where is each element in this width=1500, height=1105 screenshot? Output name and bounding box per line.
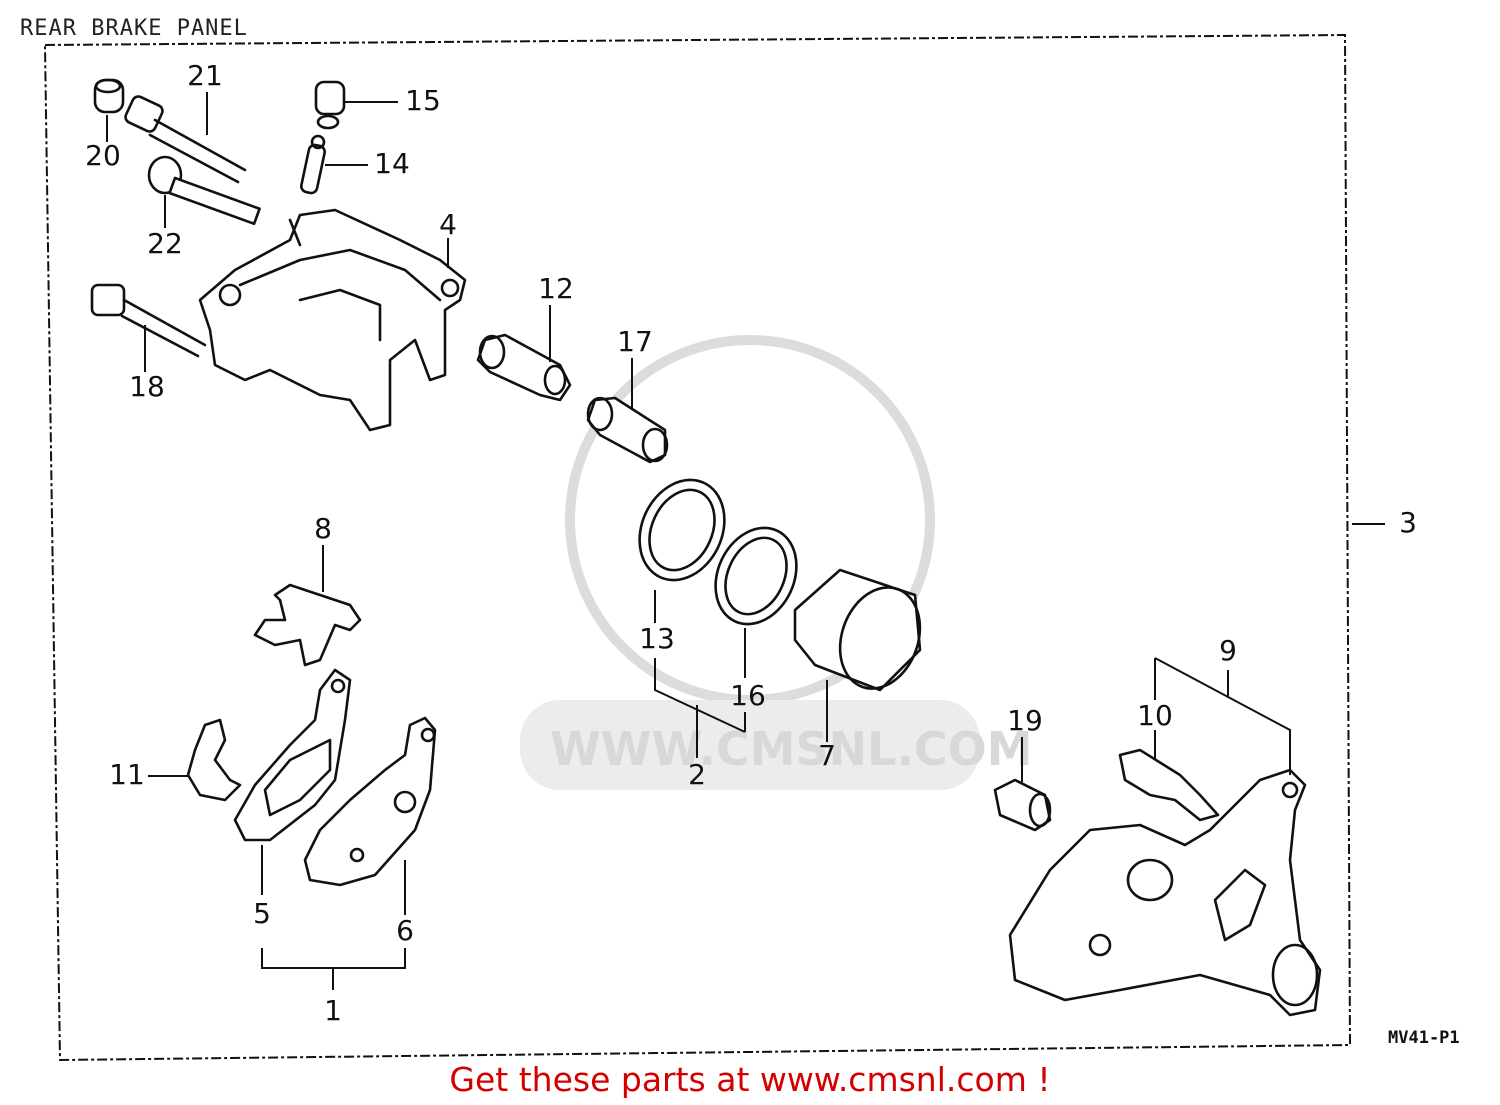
part-15-bleeder-cap — [314, 80, 346, 130]
watermark-text: WWW.CMSNL.COM — [550, 722, 1033, 776]
part-14-bleeder-screw — [300, 134, 326, 195]
callout-4: 4 — [439, 208, 457, 241]
callout-6: 6 — [396, 914, 414, 947]
part-5-brake-pad — [233, 668, 352, 842]
callout-16: 16 — [730, 679, 766, 712]
part-6-brake-pad — [303, 716, 437, 887]
part-10-pad-retainer — [1118, 748, 1220, 822]
callout-2: 2 — [688, 758, 706, 791]
part-9-caliper-bracket — [1008, 768, 1322, 1017]
part-12-sleeve — [476, 333, 572, 402]
callout-13: 13 — [639, 622, 675, 655]
callout-20: 20 — [85, 139, 121, 172]
leader-lines — [106, 92, 1385, 990]
callout-3: 3 — [1399, 506, 1417, 539]
callout-8: 8 — [314, 512, 332, 545]
diagram-code: MV41-P1 — [1388, 1028, 1460, 1048]
part-17-sleeve — [586, 396, 669, 464]
callout-9: 9 — [1219, 634, 1237, 667]
page-title: REAR BRAKE PANEL — [20, 16, 248, 41]
part-21-pin-bolt — [124, 95, 247, 184]
callout-12: 12 — [538, 272, 574, 305]
cmsnl-watermark: WWW.CMSNL.COM — [520, 335, 1033, 790]
part-11-pad-shim — [186, 718, 242, 802]
part-13-piston-seal — [638, 478, 726, 582]
callouts: 1 2 3 4 5 6 7 8 9 10 11 12 13 14 15 16 1… — [85, 59, 1417, 1027]
part-16-dust-seal — [714, 526, 798, 626]
part-7-piston — [793, 568, 922, 692]
callout-1: 1 — [324, 994, 342, 1027]
part-18-bolt — [90, 283, 207, 358]
part-22-bolt — [147, 155, 261, 226]
callout-17: 17 — [617, 325, 653, 358]
assembly-frame — [43, 33, 1352, 1062]
callout-21: 21 — [187, 59, 223, 92]
callout-14: 14 — [374, 147, 410, 180]
callout-10: 10 — [1137, 699, 1173, 732]
part-8-pad-spring — [253, 583, 362, 667]
promo-link[interactable]: Get these parts at www.cmsnl.com ! — [449, 1060, 1051, 1099]
callout-22: 22 — [147, 227, 183, 260]
callout-7: 7 — [818, 739, 836, 772]
callout-5: 5 — [253, 897, 271, 930]
callout-15: 15 — [405, 84, 441, 117]
part-19-bolt — [993, 778, 1052, 832]
part-20-cap — [93, 78, 125, 114]
callout-11: 11 — [109, 758, 145, 791]
callout-19: 19 — [1007, 704, 1043, 737]
callout-18: 18 — [129, 370, 165, 403]
part-4-caliper-body — [198, 208, 467, 432]
